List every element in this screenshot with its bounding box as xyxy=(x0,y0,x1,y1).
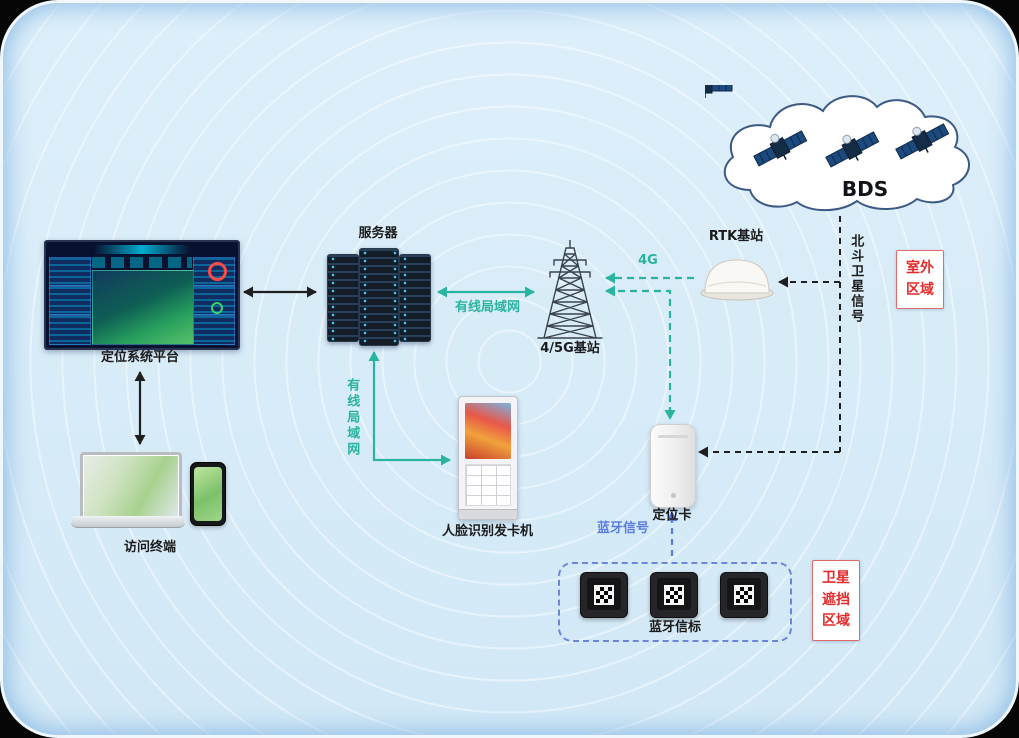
monitor-panel xyxy=(193,315,235,345)
satellite-icon xyxy=(705,85,733,98)
terminal-label: 访问终端 xyxy=(123,540,176,555)
laptop-icon xyxy=(80,452,182,519)
rtk-dome-seam xyxy=(707,281,767,287)
wired-lan-horizontal-label: 有线局域网 xyxy=(454,300,520,315)
monitor-panel xyxy=(49,315,91,345)
beacon-label: 蓝牙信标 xyxy=(648,620,701,635)
monitor-panel xyxy=(49,286,91,315)
cell-tower-icon xyxy=(537,240,603,339)
kiosk-base xyxy=(459,509,517,519)
bluetooth-beacon-icon xyxy=(650,572,698,618)
monitor-gauge-green-icon xyxy=(211,302,223,314)
phone-icon xyxy=(190,462,226,526)
monitor-panel xyxy=(49,257,91,286)
platform-label: 定位系统平台 xyxy=(100,350,179,365)
rtk-label: RTK基站 xyxy=(708,229,764,244)
monitor-gauge-red-icon xyxy=(208,262,227,281)
server-rack-icon xyxy=(399,254,431,342)
rtk-dome xyxy=(704,259,770,294)
4g-label: 4G xyxy=(638,253,658,268)
phone-screen xyxy=(194,467,222,521)
beacon-qr-icon xyxy=(664,585,684,605)
card-dot xyxy=(671,493,676,498)
server-label: 服务器 xyxy=(358,226,398,241)
bds-cloud: BDS xyxy=(705,85,970,212)
beacon-qr-icon xyxy=(594,585,614,605)
card-label: 定位卡 xyxy=(652,508,692,523)
bluetooth-beacon-icon xyxy=(720,572,768,618)
monitor-header-bar xyxy=(94,245,190,254)
beacon-zone: 蓝牙信标 xyxy=(558,562,792,642)
monitor-3d-map xyxy=(92,270,194,345)
outdoor-zone-badge: 室外区域 xyxy=(896,250,944,310)
wired-lan-vertical-label: 有线局域网 xyxy=(344,377,360,458)
kiosk-card-slots xyxy=(465,464,511,506)
platform-monitor-icon xyxy=(44,240,240,350)
server-rack-icon xyxy=(327,254,359,342)
bluetooth-signal-label: 蓝牙信号 xyxy=(596,521,649,536)
laptop-base xyxy=(70,516,186,528)
connector-server-kiosk-lan xyxy=(368,351,451,466)
face-kiosk-icon xyxy=(458,396,518,520)
beidou-signal-label: 北斗卫星信号 xyxy=(848,234,864,324)
card-groove xyxy=(658,435,688,438)
positioning-card-icon xyxy=(650,424,696,508)
kiosk-label: 人脸识别发卡机 xyxy=(441,524,533,539)
bds-label: BDS xyxy=(842,177,888,201)
bluetooth-beacon-icon xyxy=(580,572,628,618)
rtk-dome-icon xyxy=(700,259,774,301)
beacon-qr-icon xyxy=(734,585,754,605)
connector-tower-card xyxy=(605,285,676,420)
monitor-kpi-strip xyxy=(92,257,192,268)
server-rack-icon xyxy=(359,248,399,346)
tower-label: 4/5G基站 xyxy=(540,341,600,356)
tower-lattice xyxy=(537,240,603,339)
blocked-zone-badge: 卫星遮挡区域 xyxy=(812,560,860,642)
kiosk-screen xyxy=(465,403,511,459)
